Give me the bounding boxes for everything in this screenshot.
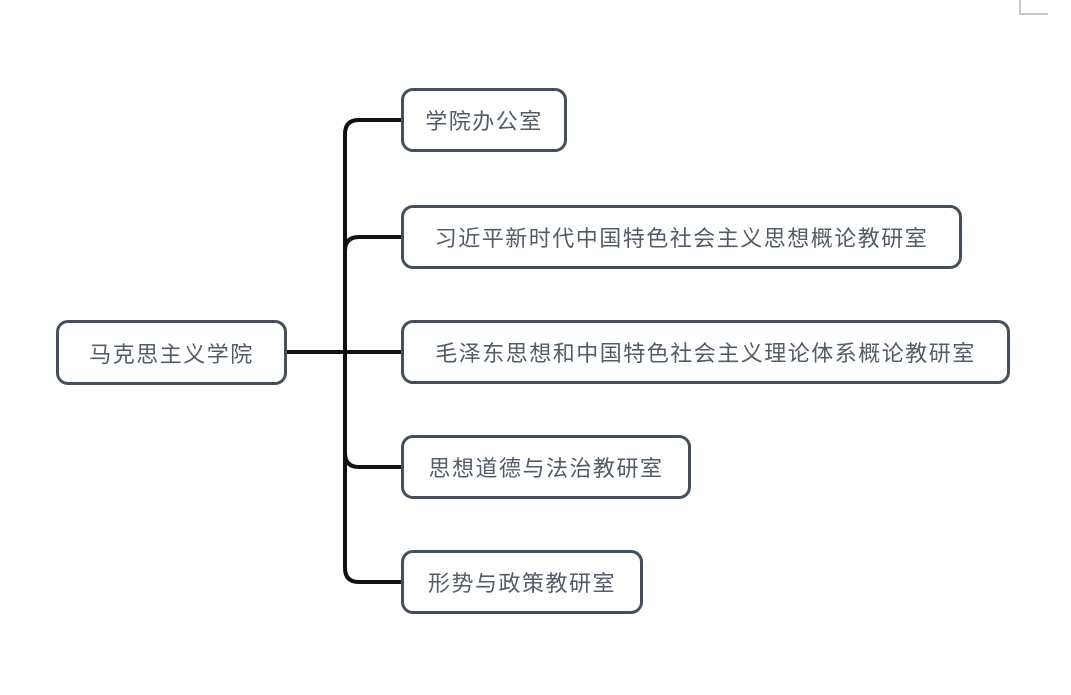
connector-to-child-3 bbox=[343, 352, 401, 469]
node-child-situation-policy-teaching-office[interactable]: 形势与政策教研室 bbox=[401, 550, 643, 614]
node-child-xi-thought-teaching-office[interactable]: 习近平新时代中国特色社会主义思想概论教研室 bbox=[401, 205, 962, 269]
connector-to-child-1 bbox=[343, 235, 401, 352]
partial-panel-corner bbox=[1019, 0, 1048, 15]
connector-to-child-0 bbox=[343, 118, 401, 352]
node-child-morality-law-teaching-office[interactable]: 思想道德与法治教研室 bbox=[401, 435, 691, 499]
node-child-mao-thought-teaching-office[interactable]: 毛泽东思想和中国特色社会主义理论体系概论教研室 bbox=[401, 320, 1010, 384]
connector-to-child-4 bbox=[343, 352, 401, 584]
node-root[interactable]: 马克思主义学院 bbox=[56, 320, 287, 385]
node-child-office[interactable]: 学院办公室 bbox=[401, 88, 567, 152]
